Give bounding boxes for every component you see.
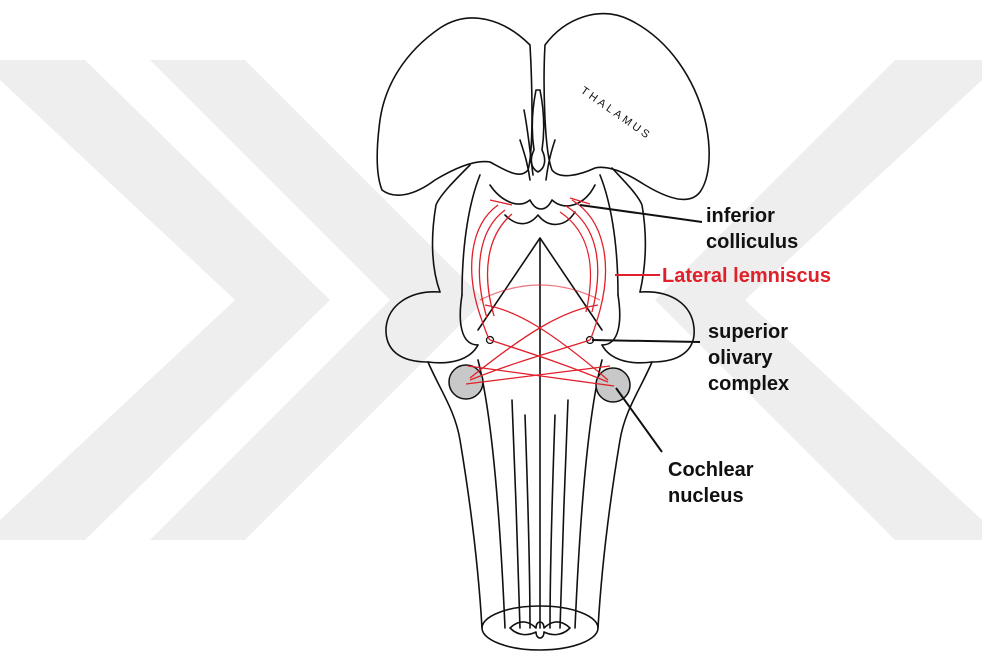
right-thalamus — [544, 14, 709, 200]
right-cochlear-nucleus — [596, 368, 630, 402]
superior-olivary-label: superior — [708, 321, 788, 343]
superior-olivary-label-2: olivary — [708, 347, 773, 369]
watermark-chevrons — [0, 60, 982, 540]
thalamus-label: THALAMUS — [578, 85, 654, 143]
inferior-colliculus-label: inferior — [706, 205, 775, 227]
medulla-left — [428, 362, 482, 628]
inferior-colliculus-label-2: colliculus — [706, 231, 798, 253]
lateral-lemniscus-label: Lateral lemniscus — [662, 265, 831, 287]
left-thalamus — [377, 18, 532, 195]
cochlear-nucleus-label: Cochlear — [668, 459, 754, 481]
third-ventricle — [531, 90, 544, 172]
right-pons-lobe — [602, 292, 694, 363]
cochlear-nucleus-label-2: nucleus — [668, 485, 744, 507]
superior-olivary-label-3: complex — [708, 373, 789, 395]
